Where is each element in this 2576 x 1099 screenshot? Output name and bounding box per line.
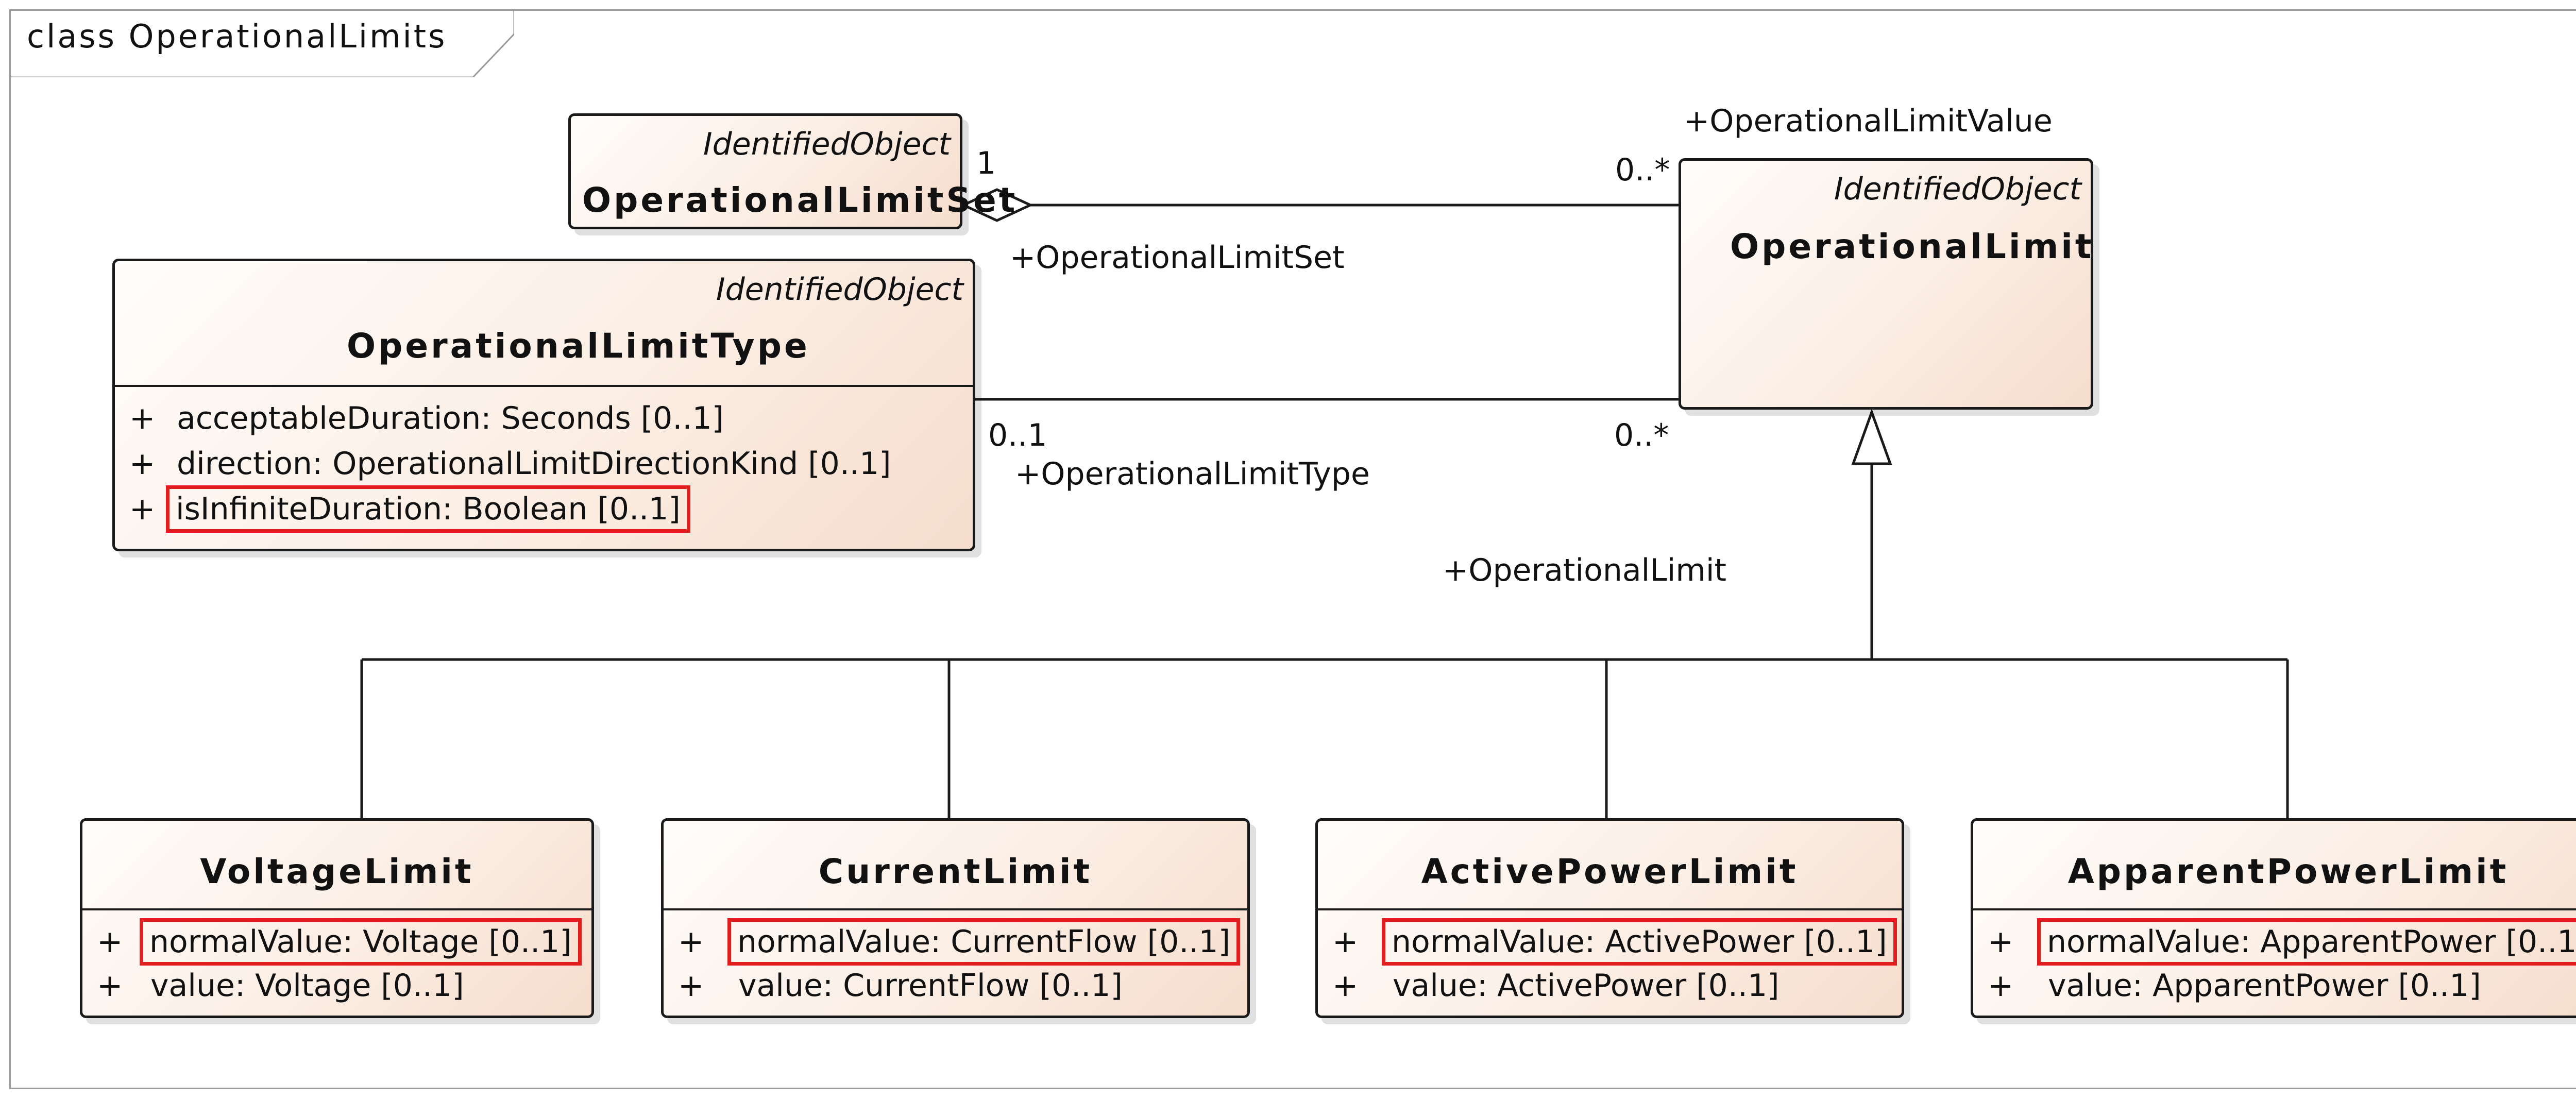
stereotype-label: IdentifiedObject bbox=[1834, 171, 2081, 207]
attribute-row[interactable]: +normalValue: Voltage [0..1] bbox=[82, 918, 582, 966]
attribute-row[interactable]: +acceptableDuration: Seconds [0..1] bbox=[129, 400, 724, 436]
type-role: +OperationalLimitType bbox=[1015, 456, 1370, 492]
stereotype-label: IdentifiedObject bbox=[716, 272, 963, 308]
limit-value-multiplicity: 0..* bbox=[1615, 152, 1670, 188]
attribute-row[interactable]: +value: ApparentPower [0..1] bbox=[1988, 968, 2481, 1004]
limit-role: +OperationalLimit bbox=[1443, 552, 1727, 588]
compartment-divider bbox=[82, 908, 591, 910]
attribute-row[interactable]: +normalValue: CurrentFlow [0..1] bbox=[664, 918, 1240, 966]
frame-label: class OperationalLimits bbox=[9, 9, 514, 77]
compartment-divider bbox=[664, 908, 1247, 910]
generalization-arrow bbox=[1851, 408, 1892, 465]
attribute-row[interactable]: +normalValue: ApparentPower [0..1] bbox=[1973, 918, 2576, 966]
attribute-row[interactable]: +isInfiniteDuration: Boolean [0..1] bbox=[115, 485, 690, 533]
class-voltage-limit[interactable]: VoltageLimit +normalValue: Voltage [0..1… bbox=[80, 818, 594, 1018]
diagram-frame bbox=[9, 9, 2576, 1089]
class-name: ApparentPowerLimit bbox=[2067, 852, 2509, 891]
compartment-divider bbox=[115, 385, 973, 387]
class-name: OperationalLimit bbox=[1730, 227, 2094, 266]
highlighted-attribute: normalValue: CurrentFlow [0..1] bbox=[727, 918, 1240, 966]
attribute-row[interactable]: +normalValue: ActivePower [0..1] bbox=[1318, 918, 1897, 966]
aggregation-diamond bbox=[960, 188, 1033, 222]
class-operational-limit-set[interactable]: IdentifiedObject OperationalLimitSet bbox=[568, 113, 1015, 229]
highlighted-attribute: normalValue: ActivePower [0..1] bbox=[1382, 918, 1897, 966]
class-name: OperationalLimitType bbox=[347, 326, 810, 366]
class-active-power-limit[interactable]: ActivePowerLimit +normalValue: ActivePow… bbox=[1315, 818, 1904, 1018]
class-operational-limit-type[interactable]: IdentifiedObject OperationalLimitType +a… bbox=[112, 259, 975, 551]
attribute-row[interactable]: +direction: OperationalLimitDirectionKin… bbox=[129, 446, 891, 482]
class-apparent-power-limit[interactable]: ApparentPowerLimit +normalValue: Apparen… bbox=[1971, 818, 2576, 1018]
class-name: OperationalLimitSet bbox=[582, 180, 1018, 220]
type-multiplicity: 0..1 bbox=[988, 417, 1047, 453]
class-name: VoltageLimit bbox=[200, 852, 474, 891]
class-name: ActivePowerLimit bbox=[1421, 852, 1799, 891]
class-operational-limit[interactable]: IdentifiedObject OperationalLimit bbox=[1679, 158, 2093, 410]
stereotype-label: IdentifiedObject bbox=[703, 126, 951, 162]
compartment-divider bbox=[1318, 908, 1902, 910]
type-limit-multiplicity: 0..* bbox=[1614, 417, 1669, 453]
set-multiplicity: 1 bbox=[976, 145, 996, 181]
attribute-row[interactable]: +value: ActivePower [0..1] bbox=[1332, 968, 1780, 1004]
highlighted-attribute: isInfiniteDuration: Boolean [0..1] bbox=[166, 485, 690, 533]
set-role: +OperationalLimitSet bbox=[1010, 240, 1345, 276]
compartment-divider bbox=[1973, 908, 2576, 910]
class-current-limit[interactable]: CurrentLimit +normalValue: CurrentFlow [… bbox=[661, 818, 1250, 1018]
highlighted-attribute: normalValue: Voltage [0..1] bbox=[140, 918, 582, 966]
limit-value-role: +OperationalLimitValue bbox=[1684, 103, 2053, 139]
frame-title: class OperationalLimits bbox=[27, 18, 447, 55]
highlighted-attribute: normalValue: ApparentPower [0..1] bbox=[2037, 918, 2576, 966]
class-name: CurrentLimit bbox=[818, 852, 1093, 891]
attribute-row[interactable]: +value: Voltage [0..1] bbox=[97, 968, 464, 1004]
attribute-row[interactable]: +value: CurrentFlow [0..1] bbox=[678, 968, 1123, 1004]
